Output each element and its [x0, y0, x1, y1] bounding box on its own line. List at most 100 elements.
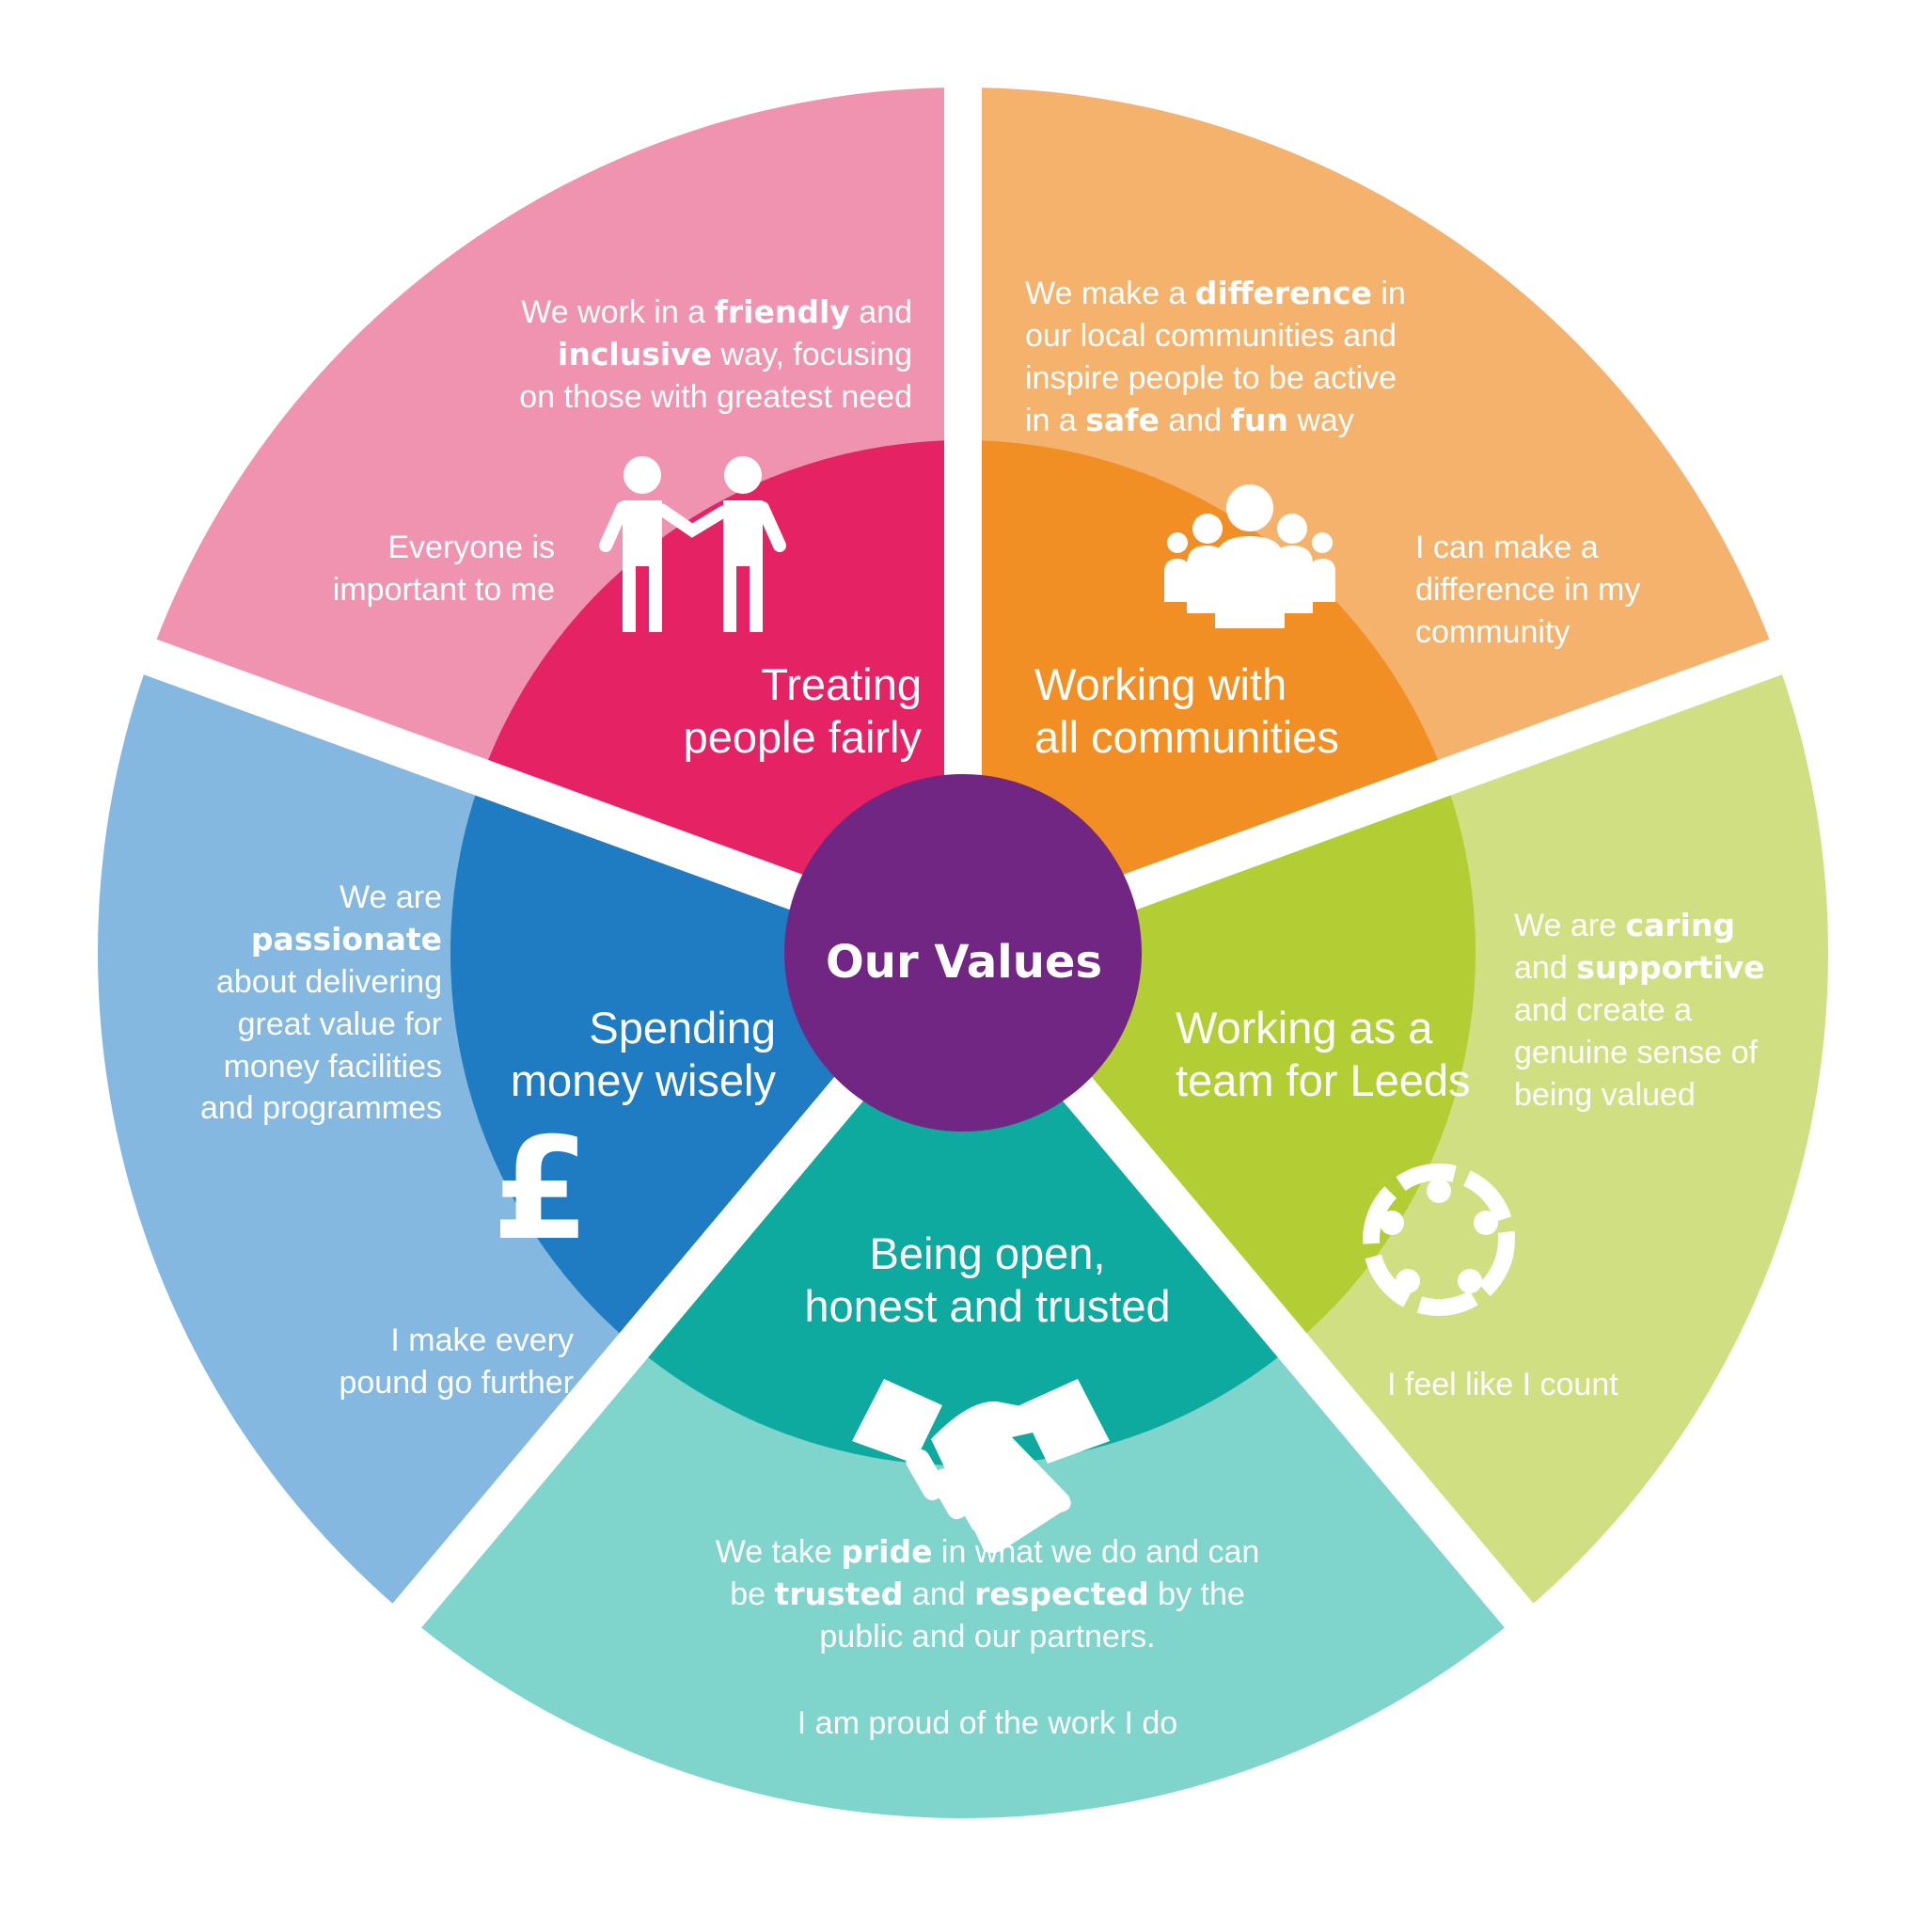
note-line: I feel like I count — [1387, 1367, 1618, 1402]
description-text: great value for — [237, 1006, 442, 1042]
center-circle — [784, 774, 1142, 1132]
title-line: people fairly — [683, 712, 922, 763]
segment-money-description: We are passionate about delivering great va… — [150, 877, 442, 1130]
segment-money-title: Spending money wisely — [489, 1002, 776, 1108]
emphasis-text: caring — [1625, 907, 1735, 943]
description-line: We work in a friendly and — [442, 292, 912, 334]
description-line: genuine sense of — [1514, 1032, 1824, 1074]
center-title: Our Values — [825, 936, 1103, 989]
segment-communities-note: I can make a difference in my community — [1415, 527, 1697, 654]
description-text: We are — [339, 879, 442, 915]
title-line: money wisely — [510, 1055, 776, 1106]
two-people-shaking-hands-icon — [599, 456, 786, 632]
emphasis-text: difference — [1194, 275, 1372, 311]
note-line: I make every — [390, 1322, 574, 1358]
segment-fairly-title: Treating people fairly — [583, 658, 922, 765]
segment-communities-title: Working with all communities — [1034, 658, 1411, 765]
description-line: about delivering — [150, 961, 442, 1004]
title-line: Spending — [589, 1003, 776, 1053]
note-line: I am proud of the work I do — [797, 1705, 1178, 1741]
description-text: We make a — [1025, 276, 1195, 311]
description-line: be trusted and respected by the — [677, 1574, 1298, 1616]
segment-open-title: Being open, honest and trusted — [771, 1227, 1204, 1334]
description-line: We are — [150, 877, 442, 919]
title-line: honest and trusted — [804, 1281, 1171, 1332]
title-line: all communities — [1034, 712, 1339, 763]
note-line: important to me — [332, 571, 555, 608]
description-line: public and our partners. — [677, 1616, 1298, 1658]
title-line: team for Leeds — [1176, 1055, 1471, 1106]
description-line: on those with greatest need — [442, 376, 912, 419]
description-text: way, focusing — [712, 336, 912, 372]
description-text: inspire people to be active — [1025, 359, 1397, 396]
description-text: our local communities and — [1025, 317, 1397, 354]
emphasis-text: safe — [1085, 401, 1160, 438]
emphasis-text: fun — [1230, 401, 1288, 438]
description-text: about delivering — [215, 963, 442, 1000]
description-text: and — [903, 1576, 975, 1612]
description-text: money facilities — [223, 1048, 442, 1085]
description-text: and — [1514, 949, 1577, 986]
description-line: inspire people to be active — [1025, 357, 1458, 400]
emphasis-text: inclusive — [558, 335, 713, 372]
segment-team-title: Working as a team for Leeds — [1176, 1002, 1495, 1108]
description-line: money facilities — [150, 1046, 442, 1088]
description-line: being valued — [1514, 1074, 1824, 1116]
title-line: Working with — [1034, 659, 1287, 709]
description-line: and supportive — [1514, 947, 1824, 990]
description-text: by the — [1148, 1576, 1245, 1612]
description-text: and programmes — [199, 1090, 442, 1127]
emphasis-text: friendly — [714, 293, 850, 330]
note-line: community — [1415, 613, 1571, 650]
description-line: our local communities and — [1025, 315, 1458, 357]
description-line: inclusive way, focusing — [442, 334, 912, 376]
description-line: in a safe and fun way — [1025, 400, 1458, 442]
description-text: way — [1287, 402, 1354, 438]
description-text: We work in a — [521, 294, 715, 330]
description-text: on those with greatest need — [519, 378, 912, 415]
description-line: passionate — [150, 919, 442, 961]
group-of-people-icon — [1164, 484, 1335, 628]
emphasis-text: supportive — [1576, 948, 1765, 986]
description-text: and — [1159, 402, 1231, 438]
note-line: pound go further — [339, 1364, 574, 1401]
description-line: We make a difference in — [1025, 273, 1458, 315]
note-line: Everyone is — [387, 530, 555, 565]
note-line: difference in my — [1415, 571, 1641, 608]
handshake-icon — [852, 1379, 1110, 1553]
title-line: Working as a — [1176, 1003, 1433, 1053]
segment-open-note: I am proud of the work I do — [724, 1702, 1251, 1745]
description-text: in a — [1025, 402, 1086, 438]
note-line: I can make a — [1415, 530, 1599, 565]
description-text: in — [1371, 276, 1406, 311]
description-text: public and our partners. — [819, 1618, 1156, 1655]
description-text: in what we do and can — [932, 1534, 1260, 1570]
description-text: We take — [715, 1534, 842, 1570]
segment-open-inner — [633, 953, 1293, 1466]
title-line: Being open, — [869, 1228, 1106, 1278]
emphasis-text: pride — [841, 1533, 933, 1570]
description-text: be — [730, 1576, 775, 1612]
description-line: We take pride in what we do and can — [677, 1531, 1298, 1574]
description-line: and create a — [1514, 990, 1824, 1032]
team-circle-icon — [1363, 1164, 1515, 1316]
description-text: and — [849, 294, 912, 330]
description-text: being valued — [1514, 1076, 1696, 1113]
segment-team-note: I feel like I count — [1387, 1364, 1726, 1406]
description-line: great value for — [150, 1004, 442, 1046]
emphasis-text: trusted — [774, 1575, 904, 1612]
description-line: We are caring — [1514, 905, 1824, 947]
emphasis-text: passionate — [250, 920, 442, 958]
segment-fairly-note: Everyone is important to me — [273, 527, 555, 611]
description-line: and programmes — [150, 1087, 442, 1130]
segment-money-note: I make every pound go further — [301, 1320, 574, 1404]
description-text: and create a — [1514, 991, 1693, 1028]
description-text: We are — [1514, 908, 1626, 943]
description-text: genuine sense of — [1514, 1034, 1758, 1070]
pound-sign-icon: £ — [491, 1108, 591, 1272]
